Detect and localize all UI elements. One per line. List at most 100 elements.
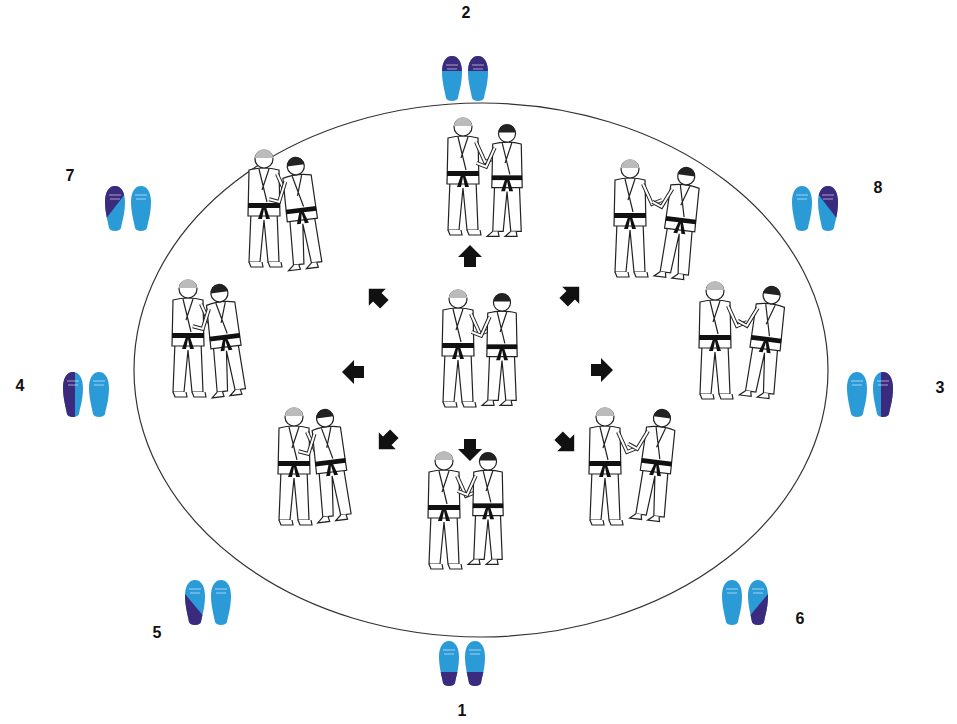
judoka-pair <box>589 405 678 525</box>
head <box>179 280 197 298</box>
foot-fill <box>184 579 206 627</box>
hair <box>435 451 453 460</box>
hair <box>315 408 333 419</box>
head <box>498 125 515 142</box>
sleeve <box>191 309 211 330</box>
arm <box>191 309 211 330</box>
foot-weight <box>185 594 205 626</box>
belt-knot <box>599 465 611 477</box>
lapel <box>321 427 334 459</box>
foot-icon <box>184 579 206 627</box>
foot-weight <box>748 594 768 626</box>
foot-icon <box>62 371 84 419</box>
judogi-pants <box>700 344 730 394</box>
judoka-foot <box>468 559 480 564</box>
toe-line <box>446 65 458 69</box>
judoka <box>294 407 353 524</box>
head <box>454 118 472 136</box>
callout-wrap: 5 <box>153 624 162 642</box>
judoka-foot <box>173 392 187 397</box>
foot-icon <box>846 371 868 419</box>
direction-arrow <box>370 425 403 458</box>
hair <box>621 159 639 168</box>
direction-arrow <box>342 360 364 384</box>
judoka-foot <box>672 273 685 279</box>
judoka <box>472 293 518 405</box>
toe-line <box>93 381 105 385</box>
arm <box>643 184 662 204</box>
belt-knot <box>219 338 232 351</box>
head <box>285 408 303 426</box>
foot-weight <box>468 56 488 71</box>
sleeve <box>737 306 757 327</box>
lapel <box>259 169 269 202</box>
lapel <box>600 427 610 460</box>
toe-line <box>472 65 484 69</box>
foot-icon <box>747 579 769 627</box>
judoka-pair <box>442 289 517 407</box>
hair <box>763 285 781 296</box>
foot-icon <box>467 55 489 103</box>
judogi-pants <box>493 184 522 232</box>
direction-arrows <box>342 245 613 461</box>
foot-fill <box>467 55 489 103</box>
hair <box>596 407 614 416</box>
foot-fill <box>88 371 110 419</box>
callout-number: 3 <box>936 379 945 396</box>
head <box>255 150 273 168</box>
judoka-foot <box>700 394 714 399</box>
callout-number: 2 <box>462 4 471 21</box>
judoka <box>428 451 476 569</box>
toe-line <box>726 589 738 593</box>
judoka-foot <box>443 402 457 407</box>
judoka <box>729 282 788 399</box>
hair <box>285 407 303 416</box>
judoka-foot <box>500 400 512 405</box>
lapel <box>183 299 193 332</box>
toe-line <box>822 195 834 199</box>
foot-icon <box>104 185 126 233</box>
judoka <box>644 163 703 280</box>
lapel <box>762 304 775 336</box>
callout-number: 4 <box>16 377 25 394</box>
lapel <box>292 175 305 207</box>
belt-knot <box>482 507 494 519</box>
foot-sole <box>210 579 232 627</box>
uke <box>264 155 323 272</box>
arm <box>652 187 672 208</box>
foot-sole <box>467 55 489 103</box>
direction-arrow <box>591 358 613 382</box>
judoka-foot <box>487 231 499 236</box>
judoka-foot <box>654 271 667 277</box>
judoka-foot <box>448 564 462 569</box>
judoka-foot <box>268 262 282 267</box>
arm <box>628 429 648 450</box>
judogi-pants <box>590 470 620 520</box>
judoka-foot <box>335 514 348 520</box>
foot-fill <box>817 185 839 233</box>
uke <box>294 407 353 524</box>
foot-fill <box>872 371 894 419</box>
head <box>762 286 781 305</box>
belt-knot <box>457 175 469 187</box>
sleeve <box>643 184 662 204</box>
judoka-foot <box>298 520 312 525</box>
lapel <box>502 143 512 174</box>
uke <box>472 293 518 405</box>
uke <box>619 405 678 522</box>
toe-line <box>67 381 79 385</box>
hair <box>255 149 273 158</box>
lapel <box>497 312 507 343</box>
judoka-foot <box>648 515 661 521</box>
judoka-foot <box>192 392 206 397</box>
foot-weight <box>442 56 462 71</box>
foot-fill <box>846 371 868 419</box>
foot-weight <box>105 186 125 220</box>
judoka-foot <box>590 520 604 525</box>
judoka-foot <box>505 231 517 236</box>
belt-knot <box>501 179 513 191</box>
judogi-pants <box>279 470 309 520</box>
judoka-foot <box>634 272 648 277</box>
sleeve <box>628 429 648 450</box>
